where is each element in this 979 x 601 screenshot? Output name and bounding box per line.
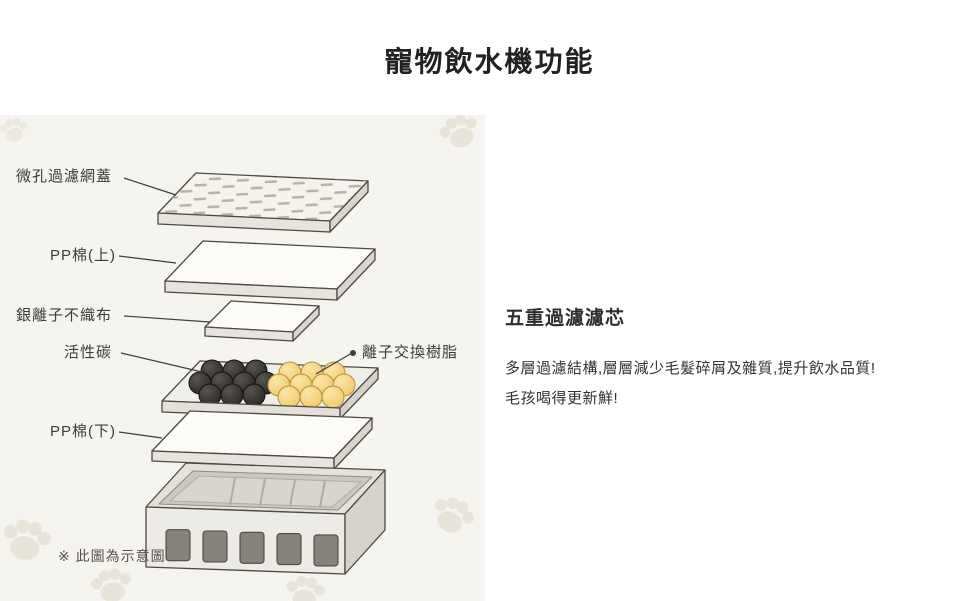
- description-line1: 多層過濾結構,層層減少毛髮碎屑及雜質,提升飲水品質!: [505, 360, 876, 377]
- leader-line-silver-ion: [123, 315, 211, 323]
- leader-line-mesh-cover: [123, 177, 177, 196]
- filter-base-housing: [145, 462, 386, 575]
- silver-ion-fabric-layer: [204, 300, 320, 342]
- page-title: 寵物飲水機功能: [384, 46, 595, 77]
- leader-line-pp-top: [118, 255, 177, 264]
- leader-line-resin: [315, 352, 353, 375]
- leader-dot-resin: [350, 350, 356, 356]
- leader-lines: [118, 177, 356, 439]
- leader-line-carbon: [120, 352, 203, 373]
- ion-exchange-resin-balls: [267, 361, 356, 409]
- pp-cotton-bottom-layer: [151, 410, 373, 470]
- activated-carbon-balls: [188, 359, 278, 407]
- filter-diagram-panel: 微孔過濾網蓋 PP棉(上) 銀離子不織布 活性碳 離子交換樹脂 PP棉(下) ※…: [0, 115, 485, 601]
- label-activated-carbon: 活性碳: [64, 344, 113, 361]
- label-pp-cotton-bottom: PP棉(下): [50, 423, 117, 440]
- label-ion-exchange-resin: 離子交換樹脂: [362, 344, 459, 361]
- base-grille-slots: [165, 529, 339, 567]
- pp-cotton-top-layer: [164, 240, 376, 301]
- mesh-cover-layer: [157, 172, 369, 233]
- description-heading: 五重過濾濾芯: [505, 308, 626, 329]
- filter-media-tray: [161, 359, 379, 420]
- label-silver-ion-fabric: 銀離子不織布: [16, 307, 113, 324]
- diagram-note: ※ 此圖為示意圖: [58, 548, 166, 564]
- label-mesh-cover: 微孔過濾網蓋: [16, 168, 113, 185]
- label-pp-cotton-top: PP棉(上): [50, 247, 117, 264]
- filter-exploded-diagram: [0, 115, 484, 601]
- filter-description: 五重過濾濾芯 多層過濾結構,層層減少毛髮碎屑及雜質,提升飲水品質! 毛孩喝得更新…: [505, 303, 955, 414]
- leader-line-pp-bottom: [118, 431, 163, 439]
- description-line2: 毛孩喝得更新鮮!: [505, 390, 619, 407]
